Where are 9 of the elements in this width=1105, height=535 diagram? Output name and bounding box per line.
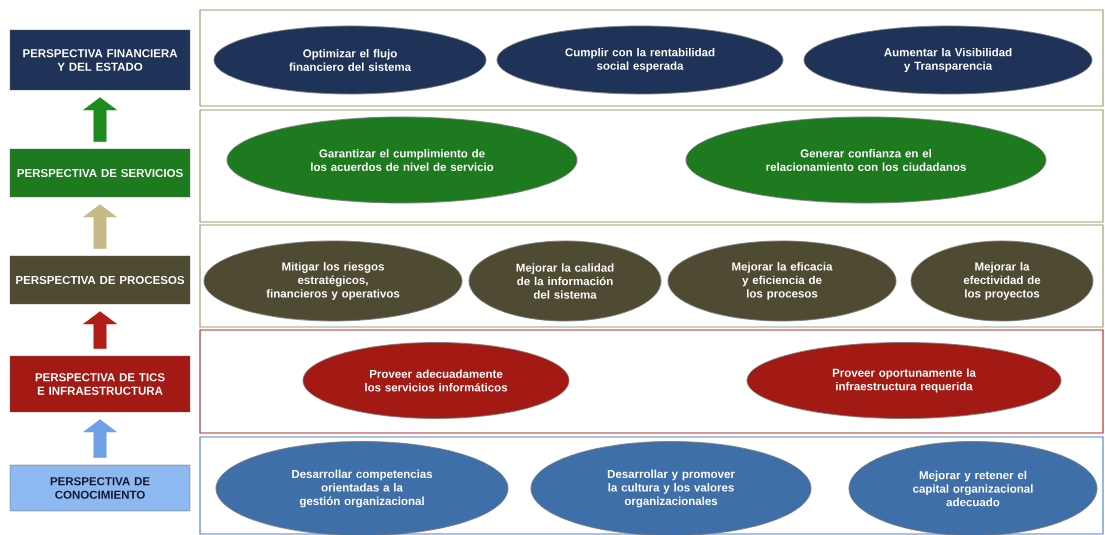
band-frame: [199, 329, 1104, 434]
perspective-box: PERSPECTIVA DE CONOCIMIENTO: [9, 464, 191, 512]
perspective-box: PERSPECTIVA FINANCIERA Y DEL ESTADO: [9, 29, 191, 91]
perspective-box: PERSPECTIVA DE PROCESOS: [9, 255, 191, 305]
perspective-box: PERSPECTIVA DE TICS E INFRAESTRUCTURA: [9, 355, 191, 413]
band-frame: [199, 224, 1104, 328]
band-frame: [199, 109, 1104, 223]
band-frame: [199, 9, 1104, 107]
perspective-box: PERSPECTIVA DE SERVICIOS: [9, 148, 191, 198]
